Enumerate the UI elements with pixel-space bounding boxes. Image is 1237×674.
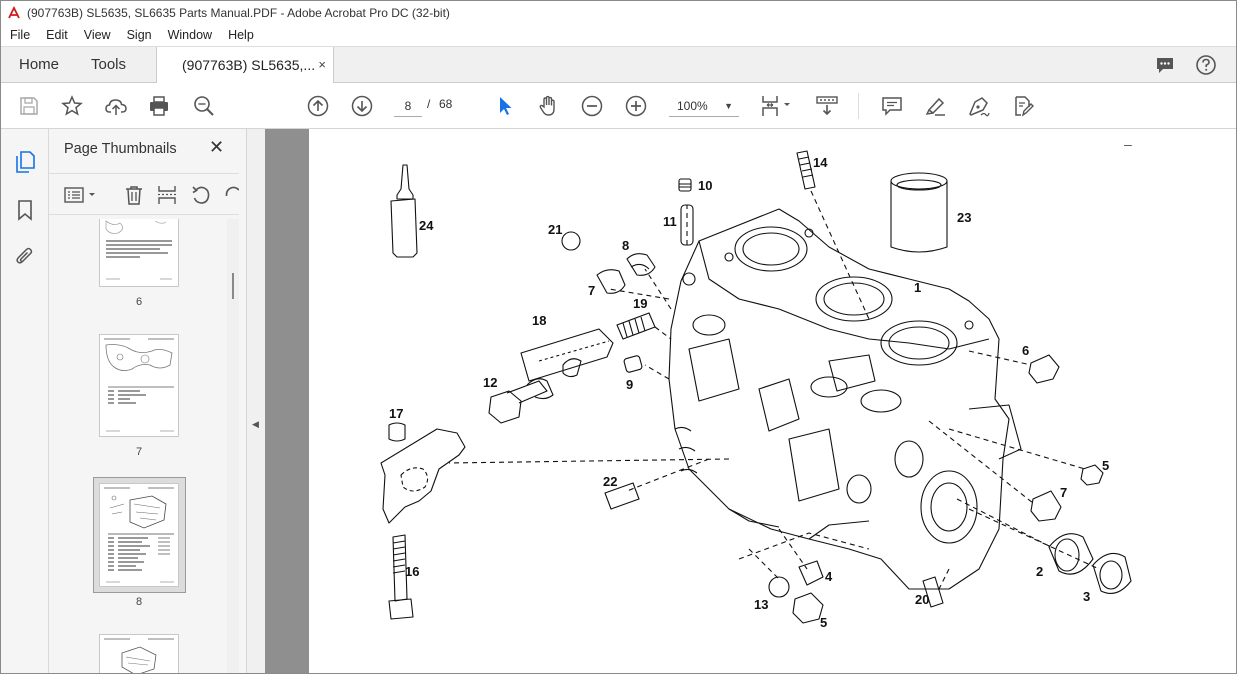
- thumbnail-list: 6 7: [49, 219, 239, 673]
- attachment-icon[interactable]: [13, 244, 37, 268]
- help-icon[interactable]: [1195, 54, 1217, 76]
- page-separator: /: [427, 97, 431, 111]
- tab-document[interactable]: (907763B) SL5635,... ×: [156, 47, 334, 84]
- fill-sign-icon[interactable]: [1011, 94, 1035, 118]
- save-icon[interactable]: [17, 94, 41, 118]
- delete-icon[interactable]: [123, 184, 145, 206]
- acrobat-logo-icon: [7, 5, 21, 20]
- callout-label: 7: [588, 283, 596, 298]
- thumbnail-scrollbar-thumb[interactable]: [232, 273, 234, 299]
- callout-label: 10: [698, 178, 713, 193]
- panel-title: Page Thumbnails: [64, 141, 177, 157]
- callout-label: 12: [483, 375, 498, 390]
- zoom-out-icon[interactable]: [580, 94, 604, 118]
- callout-label: 16: [405, 564, 420, 579]
- callout-label: 3: [1083, 589, 1091, 604]
- bookmark-star-icon[interactable]: [60, 94, 84, 118]
- thumbnail-label: 8: [135, 596, 143, 608]
- callout-label: 5: [820, 615, 828, 630]
- callout-label: 22: [603, 474, 618, 489]
- sign-icon[interactable]: [967, 94, 991, 118]
- exploded-parts-diagram: [380, 150, 1132, 624]
- callout-label: 19: [633, 296, 648, 311]
- extract-pages-icon[interactable]: [156, 184, 178, 206]
- callout-label: 21: [548, 222, 563, 237]
- toolbar: 8 / 68 100% ▼: [1, 83, 1236, 129]
- page-thumbnails-panel: Page Thumbnails ✕: [49, 129, 247, 673]
- window-title: (907763B) SL5635, SL6635 Parts Manual.PD…: [27, 6, 450, 20]
- page-thumbnails-icon[interactable]: [13, 150, 37, 174]
- callout-label: 23: [957, 210, 972, 225]
- thumbnail-label: 7: [135, 446, 143, 458]
- callout-label: 11: [663, 214, 677, 229]
- page-number-input[interactable]: 8: [394, 95, 422, 117]
- callout-label: 2: [1036, 564, 1044, 579]
- callout-label: 4: [825, 569, 833, 584]
- callout-label: 7: [1060, 485, 1068, 500]
- callout-label: 20: [915, 592, 930, 607]
- menu-file[interactable]: File: [10, 28, 31, 42]
- thumbnail-page-6[interactable]: [99, 219, 179, 287]
- callout-label: 17: [389, 406, 404, 421]
- highlight-icon[interactable]: [924, 94, 948, 118]
- menu-window[interactable]: Window: [167, 28, 213, 42]
- callout-label: 8: [622, 238, 630, 253]
- panel-close-icon[interactable]: ✕: [209, 137, 225, 157]
- thumbnail-label: 6: [135, 296, 143, 308]
- upload-icon[interactable]: [104, 94, 128, 118]
- page-up-icon[interactable]: [306, 94, 330, 118]
- zoom-select[interactable]: 100% ▼: [669, 95, 739, 117]
- bookmark-icon[interactable]: [13, 198, 37, 222]
- callout-label: 24: [419, 218, 434, 233]
- fit-page-icon[interactable]: [759, 94, 795, 118]
- select-cursor-icon[interactable]: [493, 94, 517, 118]
- print-icon[interactable]: [147, 94, 171, 118]
- page-corner-mark: –: [1124, 136, 1132, 152]
- thumbnail-page-7[interactable]: [99, 334, 179, 437]
- menu-edit[interactable]: Edit: [46, 28, 68, 42]
- tab-close-icon[interactable]: ×: [318, 57, 326, 72]
- callout-label: 1: [914, 280, 922, 295]
- options-menu-icon[interactable]: [63, 184, 99, 206]
- thumbnail-page-9[interactable]: [99, 634, 179, 673]
- thumbnail-page-8[interactable]: [99, 483, 179, 587]
- callout-label: 6: [1022, 343, 1030, 358]
- callout-label: 5: [1102, 458, 1110, 473]
- menu-view[interactable]: View: [83, 28, 111, 42]
- scroll-mode-icon[interactable]: [815, 94, 839, 118]
- callout-label: 9: [626, 377, 634, 392]
- rotate-right-icon[interactable]: [223, 184, 239, 206]
- callout-label: 14: [813, 155, 828, 170]
- left-nav-rail: [1, 129, 49, 673]
- document-gutter: [265, 129, 309, 673]
- tab-document-label: (907763B) SL5635,...: [182, 57, 316, 73]
- thumbnail-scrollbar[interactable]: [227, 219, 239, 673]
- page-down-icon[interactable]: [350, 94, 374, 118]
- zoom-search-icon[interactable]: [192, 94, 216, 118]
- callout-label: 13: [754, 597, 769, 612]
- pdf-page: –: [309, 129, 1236, 673]
- tab-home[interactable]: Home: [19, 56, 60, 73]
- menu-help[interactable]: Help: [228, 28, 254, 42]
- chat-icon[interactable]: [1154, 54, 1176, 76]
- tab-tools[interactable]: Tools: [91, 56, 127, 73]
- panel-toolbar: [49, 173, 239, 215]
- comment-icon[interactable]: [880, 94, 904, 118]
- menu-bar: File Edit View Sign Window Help: [1, 25, 1236, 46]
- page-total: 68: [439, 97, 453, 111]
- toolbar-divider: [858, 93, 859, 119]
- callout-label: 18: [532, 313, 547, 328]
- collapse-arrow-icon[interactable]: ◀: [252, 419, 259, 429]
- menu-sign[interactable]: Sign: [126, 28, 152, 42]
- tab-bar: Home Tools (907763B) SL5635,... ×: [1, 46, 1236, 84]
- zoom-in-icon[interactable]: [624, 94, 648, 118]
- chevron-down-icon: ▼: [724, 101, 733, 111]
- panel-splitter[interactable]: ◀: [247, 129, 265, 673]
- hand-icon[interactable]: [536, 94, 560, 118]
- title-bar: (907763B) SL5635, SL6635 Parts Manual.PD…: [1, 1, 1236, 25]
- rotate-left-icon[interactable]: [190, 184, 212, 206]
- zoom-value: 100%: [677, 99, 708, 113]
